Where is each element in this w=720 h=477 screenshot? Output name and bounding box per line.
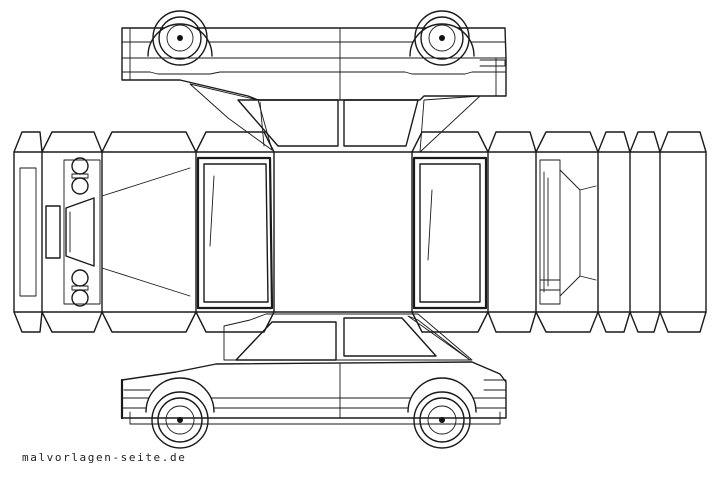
wheel-bottom-left [145, 377, 215, 449]
central-strip [13, 131, 707, 333]
wheel-top-left [147, 10, 213, 66]
wheel-top-right [409, 10, 475, 66]
top-side-panel [121, 10, 507, 153]
rear-window [412, 156, 488, 310]
site-credit: malvorlagen-seite.de [22, 451, 187, 464]
wheel-bottom-right [407, 377, 477, 449]
rear-trunk [539, 159, 597, 305]
front-grille [19, 157, 101, 307]
bottom-side-panel [120, 313, 507, 449]
windshield [196, 156, 274, 310]
